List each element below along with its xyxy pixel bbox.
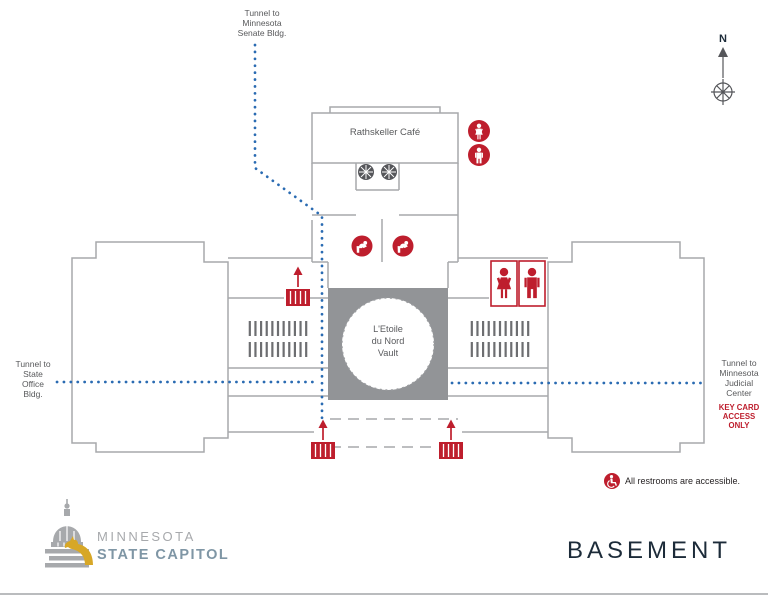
floor-title: BASEMENT [567,537,731,564]
stair-box [286,289,310,306]
key-card-notice-line1: KEY CARD [719,403,760,412]
east-corridor-walls [448,257,548,433]
stairs-hatch-east-upper [470,321,530,336]
stairwell-walls [355,163,400,191]
west-wing-outline [71,241,229,453]
restroom-room-women [490,260,518,307]
key-card-notice-line2: ACCESS [723,412,756,421]
open-corridor-dashed-lines [330,418,458,448]
tunnel-state-office-label-line2: State [23,369,43,379]
stair-icon-south-right [439,419,463,459]
logo-text-top: MINNESOTA [97,529,196,544]
cafe-roof-step [329,106,441,113]
compass-north-label: N [719,33,727,45]
tunnel-senate-label-line2: Minnesota [242,18,281,28]
capitol-logo: MINNESOTA STATE CAPITOL [45,499,229,568]
logo-text-bottom: STATE CAPITOL [97,547,229,563]
horse-icon [64,536,93,565]
stairs-hatch-west-lower [248,342,308,357]
vault-label-line3: Vault [378,348,399,358]
vault-rotunda-circle [341,297,435,391]
tunnel-judicial-label-line2: Minnesota [719,368,758,378]
west-corridor-walls [228,257,328,433]
tunnel-judicial-label-line3: Judicial [725,378,753,388]
vault-label-line1: L'Etoile [373,324,403,334]
tunnel-judicial-label-line4: Center [726,388,752,398]
drinking-fountain-icon-left [351,235,373,257]
accessibility-icon [604,473,620,489]
restroom-icon-men [468,144,490,166]
window-edge [0,593,768,595]
stairs-hatch-west-upper [248,321,308,336]
stairs-hatch-east-lower [470,342,530,357]
north-block-walls [311,163,459,262]
tunnel-state-office-label-line4: Bldg. [23,389,42,399]
east-wing-outline [547,241,705,453]
interior-walls [312,214,458,262]
key-card-notice-line3: ONLY [729,421,751,430]
capitol-dome-icon [45,499,89,568]
tunnel-state-office-label-line3: Office [22,379,44,389]
stair-box [311,442,335,459]
compass-rose-icon [711,79,735,105]
restroom-icon-women [468,120,490,142]
stair-icon-northwest [286,266,310,306]
building-outline [71,106,705,453]
tunnel-judicial-label-line1: Tunnel to [721,358,756,368]
accessibility-note: All restrooms are accessible. [625,476,740,486]
stair-box [439,442,463,459]
north-corridor-walls [312,261,458,288]
stair-icon-south-left [311,419,335,459]
cafe-label: Rathskeller Café [350,127,420,138]
cafe-room-outline [311,112,459,164]
tunnel-senate-label-line1: Tunnel to [244,8,279,18]
restroom-room-men [518,260,546,307]
drinking-fountain-icon-right [392,235,414,257]
tunnel-senate-label-line3: Senate Bldg. [238,28,287,38]
tunnel-state-office-label-line1: Tunnel to [15,359,50,369]
compass: N [711,33,735,105]
senate-tunnel-path [253,43,324,430]
vault-label-line2: du Nord [372,336,405,346]
